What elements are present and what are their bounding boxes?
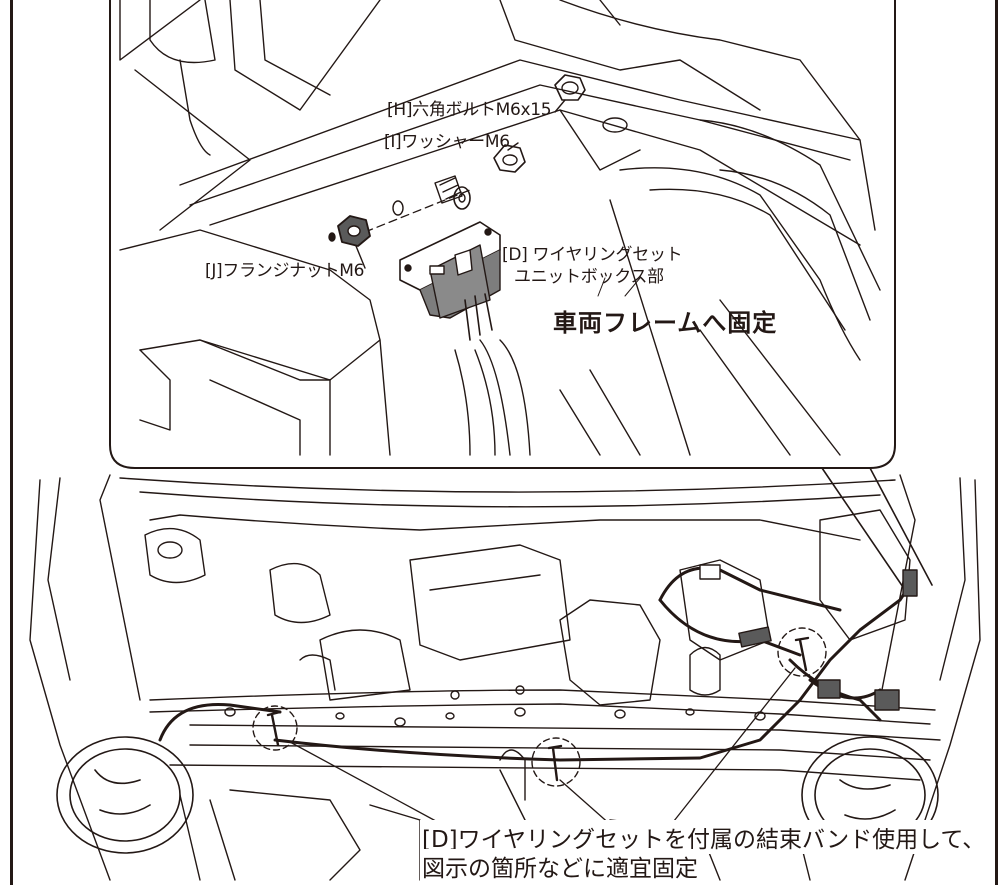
leader-nut-j [355, 245, 366, 269]
unit-box-d-drawing [399, 221, 501, 341]
leader-washer-i [507, 142, 519, 151]
label-flange-nut: [J]フランジナットM6 [205, 261, 365, 281]
callout-pointer [821, 467, 933, 591]
tie-point-2 [531, 737, 581, 787]
label-washer: [I]ワッシャーM6 [384, 132, 510, 152]
detail-body-panels [119, 0, 881, 456]
tie-point-1 [252, 705, 298, 751]
tie-point-3 [777, 627, 827, 677]
left-headlight-drawing [56, 736, 194, 854]
label-hex-bolt: [H]六角ボルトM6x15 [387, 100, 552, 120]
callout-panel-outline [109, 0, 896, 469]
label-unit-box: ユニットボックス部 [514, 267, 664, 287]
leader-unit-box [597, 277, 641, 297]
instruction-line-1: [D]ワイヤリングセットを付属の結束バンド使用して、 [420, 820, 988, 854]
instruction-line-2: 図示の箇所などに適宜固定 [420, 849, 700, 883]
washer-i-drawing [453, 144, 526, 210]
frame-right-border [995, 0, 998, 885]
engine-bay-body [29, 474, 981, 881]
label-wiring-set: [D] ワイヤリングセット [502, 245, 683, 265]
bolt-shaft-drawing [434, 175, 463, 204]
assembly-axis-line [364, 189, 471, 233]
cable-ties [266, 636, 810, 782]
frame-left-border [10, 0, 13, 885]
nut-j-drawing [328, 215, 371, 247]
instruction-leaders [289, 667, 796, 827]
harness-connectors [699, 564, 918, 711]
label-fix-to-frame: 車両フレームへ固定 [553, 309, 778, 337]
leader-bolt-h [554, 99, 566, 113]
bolt-h-drawing [554, 74, 628, 133]
